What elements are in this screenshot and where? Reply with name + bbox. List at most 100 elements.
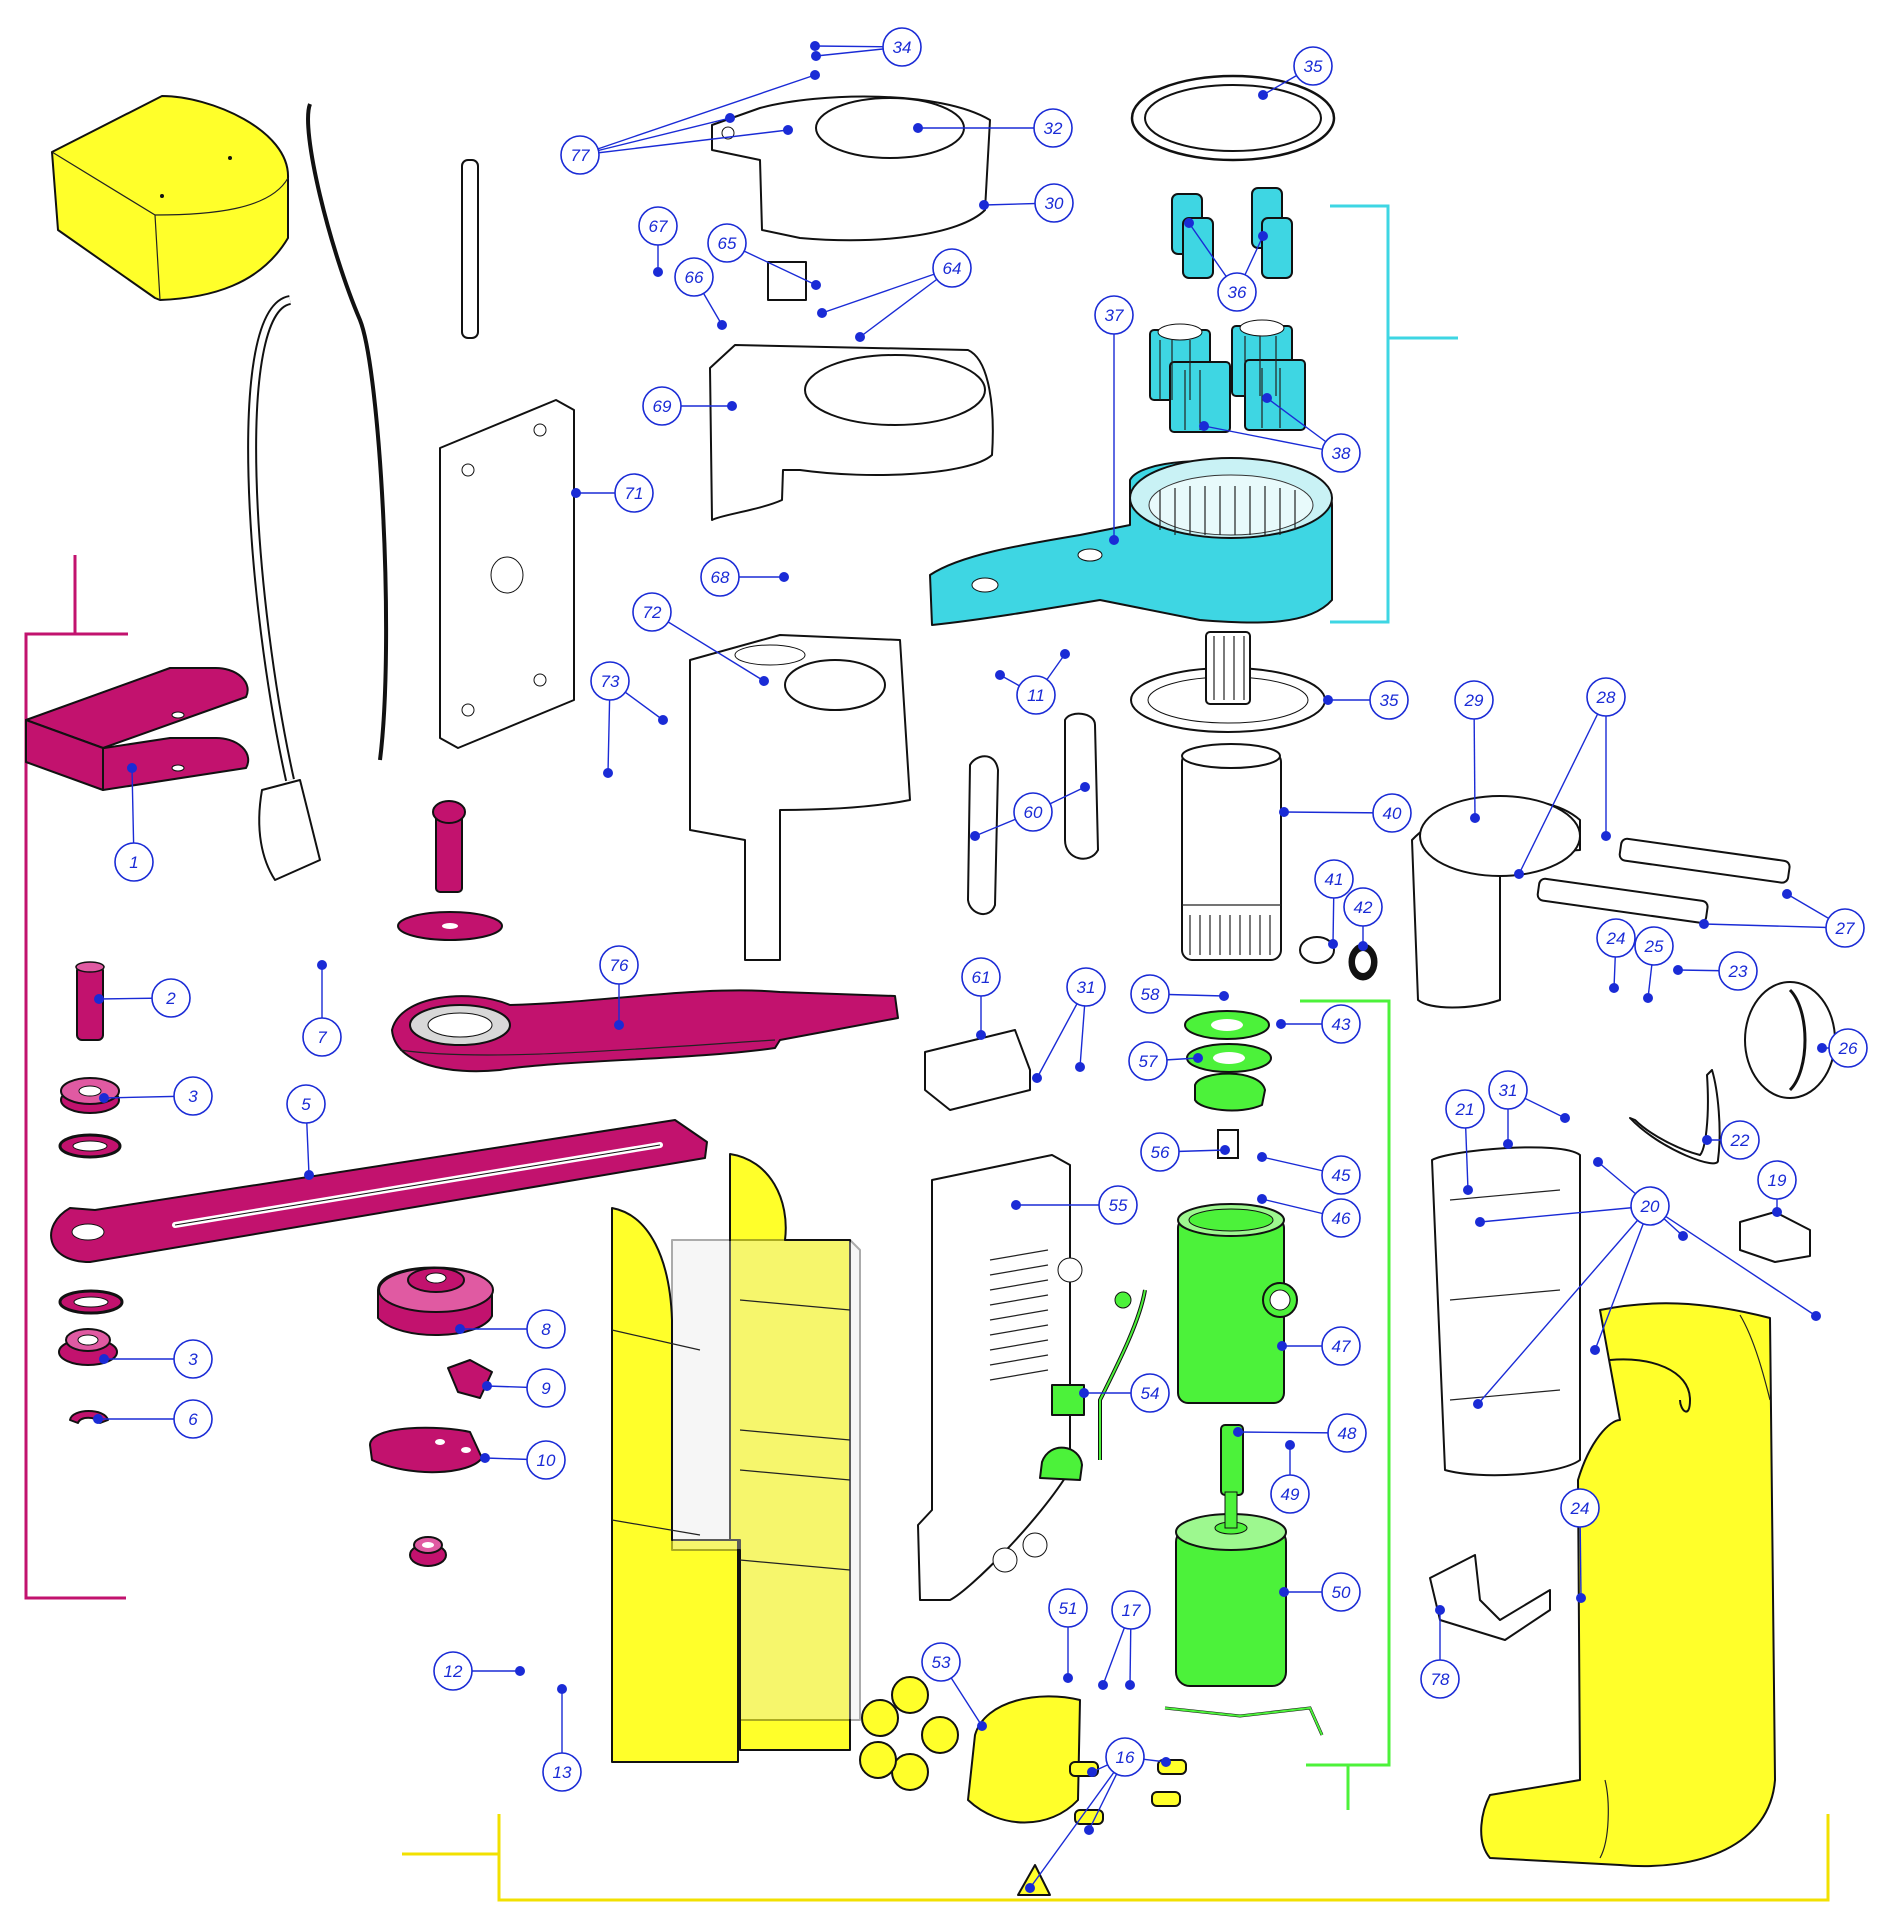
leader-dot — [1060, 649, 1070, 659]
callout-circle — [151, 978, 191, 1018]
callout-circle — [1270, 1474, 1310, 1514]
callout-circle — [542, 1752, 582, 1792]
leader-dot — [1032, 1073, 1042, 1083]
callout-circle — [1293, 46, 1333, 86]
leader-dot — [1323, 695, 1333, 705]
leader-dot — [1609, 983, 1619, 993]
connector-bracket — [924, 1029, 1031, 1111]
cam-plate — [369, 1426, 483, 1474]
callout-number: 78 — [1431, 1670, 1450, 1689]
callout-number: 38 — [1332, 444, 1351, 463]
callout-circle — [1343, 887, 1383, 927]
callout-12: 12 — [433, 1651, 525, 1691]
leader-dot — [759, 676, 769, 686]
callout-26: 26 — [1817, 1028, 1868, 1068]
screws-yellow — [1017, 1759, 1187, 1896]
leader-dot — [93, 1414, 103, 1424]
callout-11: 11 — [995, 649, 1070, 715]
cam-hub — [377, 1266, 494, 1336]
side-cover — [1480, 1302, 1776, 1867]
callout-circle — [599, 945, 639, 985]
callout-number: 57 — [1139, 1052, 1158, 1071]
gearbox-group-parts — [929, 187, 1333, 626]
callout-6: 6 — [93, 1399, 213, 1439]
leader-dot — [304, 1170, 314, 1180]
bearing-plates — [1184, 1010, 1272, 1112]
leader-dot — [1233, 1427, 1243, 1437]
callout-circle — [1033, 108, 1073, 148]
leader-dot — [1025, 1883, 1035, 1893]
callout-number: 51 — [1059, 1599, 1078, 1618]
callout-circle — [1369, 680, 1409, 720]
leader-dot — [653, 267, 663, 277]
callout-number: 35 — [1380, 691, 1399, 710]
callout-circle — [1488, 1070, 1528, 1110]
callout-number: 71 — [625, 484, 644, 503]
callout-22: 22 — [1702, 1120, 1760, 1160]
callout-number: 13 — [553, 1763, 572, 1782]
callout-circle — [1140, 1132, 1180, 1172]
leader-dot — [810, 41, 820, 51]
callout-24: 24 — [1596, 918, 1636, 993]
callout-number: 73 — [601, 672, 620, 691]
cover-group-parts — [51, 95, 1776, 1867]
leader-dot — [1219, 991, 1229, 1001]
callout-circle — [1596, 918, 1636, 958]
callout-number: 3 — [188, 1350, 198, 1369]
leader-dot — [1514, 869, 1524, 879]
limit-switch-harness — [1039, 1289, 1147, 1481]
leader-line — [1029, 1756, 1126, 1889]
callout-49: 49 — [1270, 1440, 1310, 1514]
callout-40: 40 — [1279, 793, 1412, 833]
callout-20: 20 — [1473, 1157, 1821, 1409]
leader-dot — [1257, 1194, 1267, 1204]
leader-dot — [1811, 1311, 1821, 1321]
callout-47: 47 — [1277, 1326, 1361, 1366]
callout-number: 46 — [1332, 1209, 1351, 1228]
rear-frame — [1431, 1146, 1581, 1477]
callout-34: 34 — [810, 27, 922, 67]
leader-dot — [658, 715, 668, 725]
callout-number: 41 — [1325, 870, 1344, 889]
leader-dot — [1285, 1440, 1295, 1450]
callout-circle — [1825, 908, 1865, 948]
planet-pins — [1171, 187, 1293, 279]
callout-circle — [1321, 1572, 1361, 1612]
callout-number: 8 — [541, 1320, 551, 1339]
leader-dot — [1080, 782, 1090, 792]
callout-28: 28 — [1514, 677, 1626, 879]
callout-circle — [1066, 967, 1106, 1007]
callout-8: 8 — [455, 1309, 566, 1349]
gearbox-top-cover — [711, 95, 991, 242]
small-bushing — [409, 1536, 447, 1567]
leader-dot — [1087, 1767, 1097, 1777]
callout-circle — [1048, 1588, 1088, 1628]
callout-circle — [590, 661, 630, 701]
callout-number: 72 — [643, 603, 662, 622]
leader-dot — [1258, 231, 1268, 241]
callout-number: 37 — [1105, 306, 1124, 325]
callout-16: 16 — [1025, 1737, 1171, 1893]
callout-number: 9 — [541, 1379, 551, 1398]
leader-line — [1594, 1205, 1651, 1351]
leader-dot — [1276, 1019, 1286, 1029]
callout-3: 3 — [99, 1339, 213, 1379]
callout-circle — [1128, 1041, 1168, 1081]
callout-46: 46 — [1257, 1194, 1361, 1238]
callout-circle — [1560, 1488, 1600, 1528]
callout-circle — [932, 248, 972, 288]
callout-76: 76 — [599, 945, 639, 1030]
leader-dot — [1699, 919, 1709, 929]
callout-17: 17 — [1098, 1590, 1151, 1690]
callout-circle — [1718, 951, 1758, 991]
callout-circle — [638, 206, 678, 246]
callout-48: 48 — [1233, 1413, 1367, 1453]
callout-51: 51 — [1048, 1588, 1088, 1683]
leader-dot — [1262, 393, 1272, 403]
motor-sleeve — [1177, 1203, 1298, 1404]
leader-dot — [811, 280, 821, 290]
callout-65: 65 — [707, 223, 821, 290]
leader-line — [651, 611, 765, 682]
callout-58: 58 — [1130, 974, 1229, 1014]
